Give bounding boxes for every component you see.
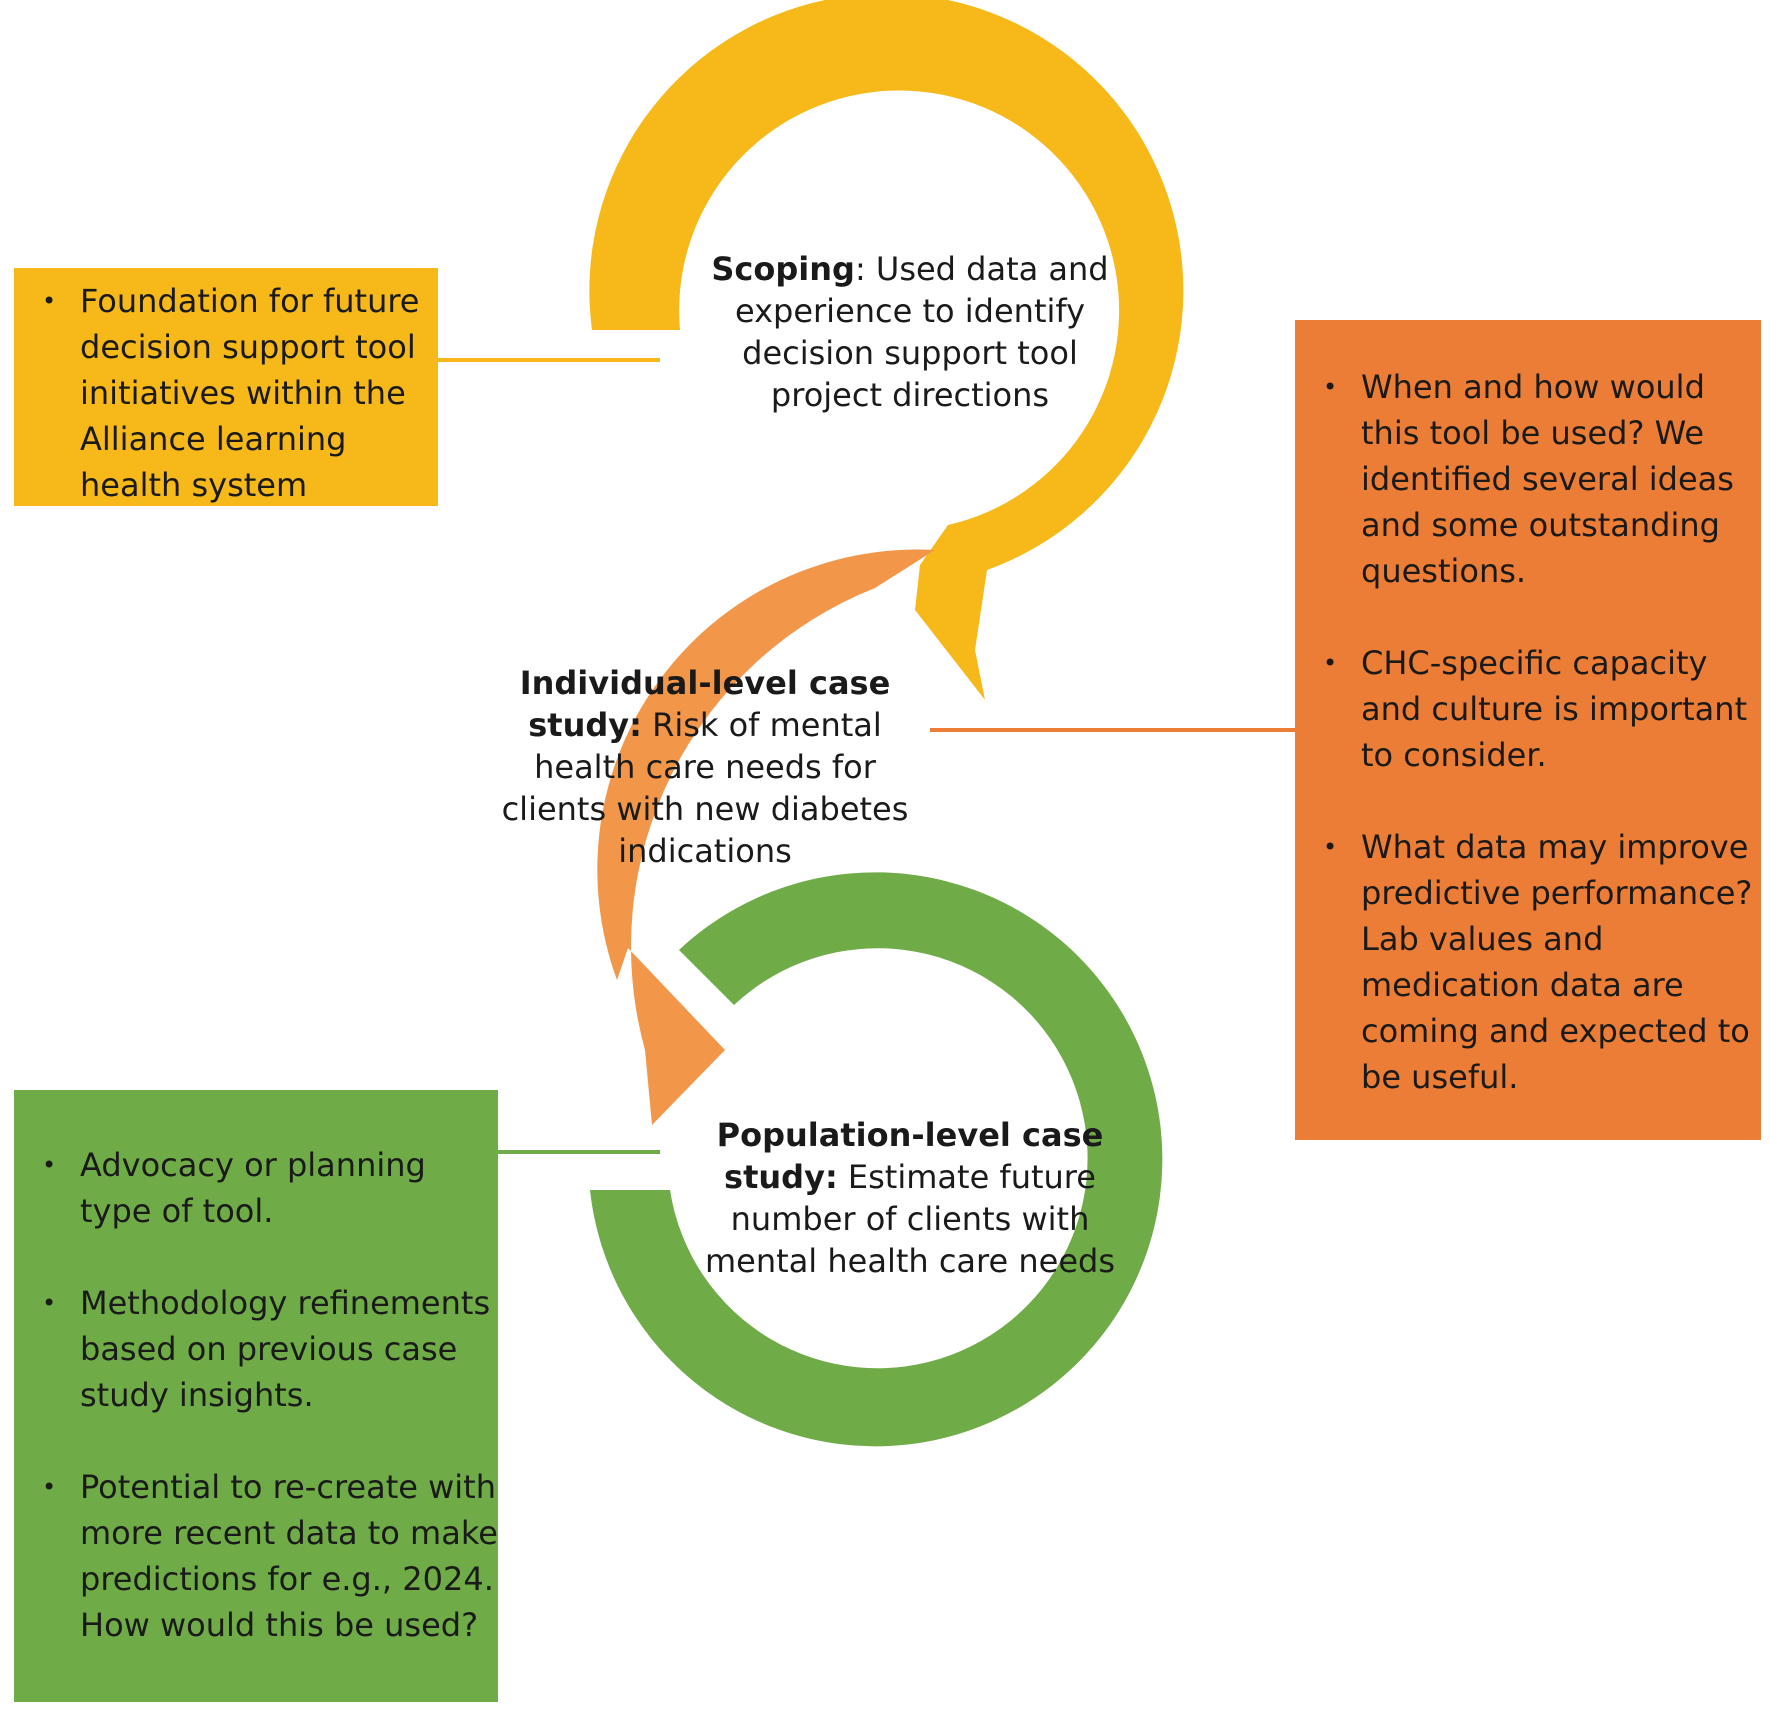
bullet-icon: •	[1323, 833, 1338, 861]
stage-scoping-title: Scoping	[711, 250, 855, 288]
bullet-icon: •	[42, 287, 57, 315]
individual-notes-box: •When and how would this tool be used? W…	[1295, 320, 1761, 1140]
bullet-icon: •	[42, 1473, 57, 1501]
stage-population-title: Population-level case study:	[716, 1116, 1104, 1196]
scoping-notes-box: •Foundation for future decision support …	[14, 268, 438, 506]
population-notes-box: •Advocacy or planning type of tool. •Met…	[14, 1090, 498, 1702]
scoping-ring	[589, 0, 1184, 700]
list-item: •When and how would this tool be used? W…	[1309, 364, 1761, 594]
list-item: •What data may improve predictive perfor…	[1309, 824, 1761, 1100]
stage-individual-label: Individual-level case study: Risk of men…	[490, 662, 920, 872]
list-item: •Advocacy or planning type of tool.	[28, 1142, 498, 1234]
list-item: •CHC-specific capacity and culture is im…	[1309, 640, 1761, 778]
bullet-icon: •	[1323, 373, 1338, 401]
stage-population-text: Estimate future number of clients with m…	[705, 1158, 1115, 1280]
list-item: •Foundation for future decision support …	[28, 278, 438, 508]
bullet-icon: •	[1323, 649, 1338, 677]
stage-individual-text: Risk of mental health care needs for cli…	[501, 706, 909, 870]
stage-individual-title: Individual-level case study:	[519, 664, 891, 744]
individual-ring	[597, 549, 935, 1125]
bullet-icon: •	[42, 1289, 57, 1317]
stage-population-label: Population-level case study: Estimate fu…	[700, 1114, 1120, 1282]
stage-scoping-text: Used data and experience to identify dec…	[734, 250, 1109, 414]
bullet-icon: •	[42, 1151, 57, 1179]
stage-scoping-label: Scoping: Used data and experience to ide…	[711, 250, 1109, 414]
list-item: •Methodology refinements based on previo…	[28, 1280, 498, 1418]
list-item: •Potential to re-create with more recent…	[28, 1464, 498, 1648]
